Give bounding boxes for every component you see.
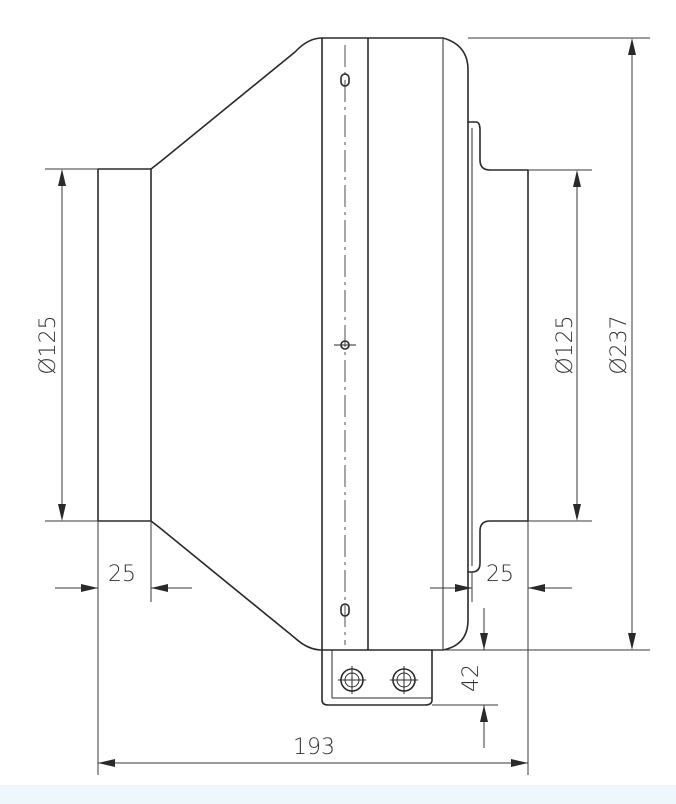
flange-band [321,37,369,651]
dimension-outlet-length: 25 [430,521,572,775]
dimension-inlet-diameter: Ø125 [36,168,98,522]
inlet-cone-bottom [150,520,323,651]
slot-hole-top [340,73,350,87]
overall-length-label: 193 [293,735,335,760]
outlet-spigot [467,121,529,573]
mounting-bracket [321,649,433,706]
dimension-overall-length: 193 [98,735,528,767]
fan-body-outline [97,37,529,706]
housing-diameter-label: Ø237 [607,315,632,374]
bracket-bolt-left [338,666,366,694]
inlet-diameter-label: Ø125 [36,315,61,374]
inlet-cone-top [150,37,323,170]
inlet-spigot [97,168,152,522]
inlet-length-label: 25 [108,562,136,587]
slot-hole-bottom [340,603,350,617]
bracket-height-label: 42 [459,664,484,692]
bottom-strip [0,785,676,804]
outlet-diameter-label: Ø125 [553,315,578,374]
outlet-length-label: 25 [486,562,514,587]
bracket-bolt-right [390,666,418,694]
dimension-inlet-length: 25 [55,521,192,775]
dimension-housing-diameter: Ø237 [468,37,650,651]
housing-body [367,37,469,651]
dimension-bracket-height: 42 [432,608,498,748]
dimension-outlet-diameter: Ø125 [528,169,592,522]
